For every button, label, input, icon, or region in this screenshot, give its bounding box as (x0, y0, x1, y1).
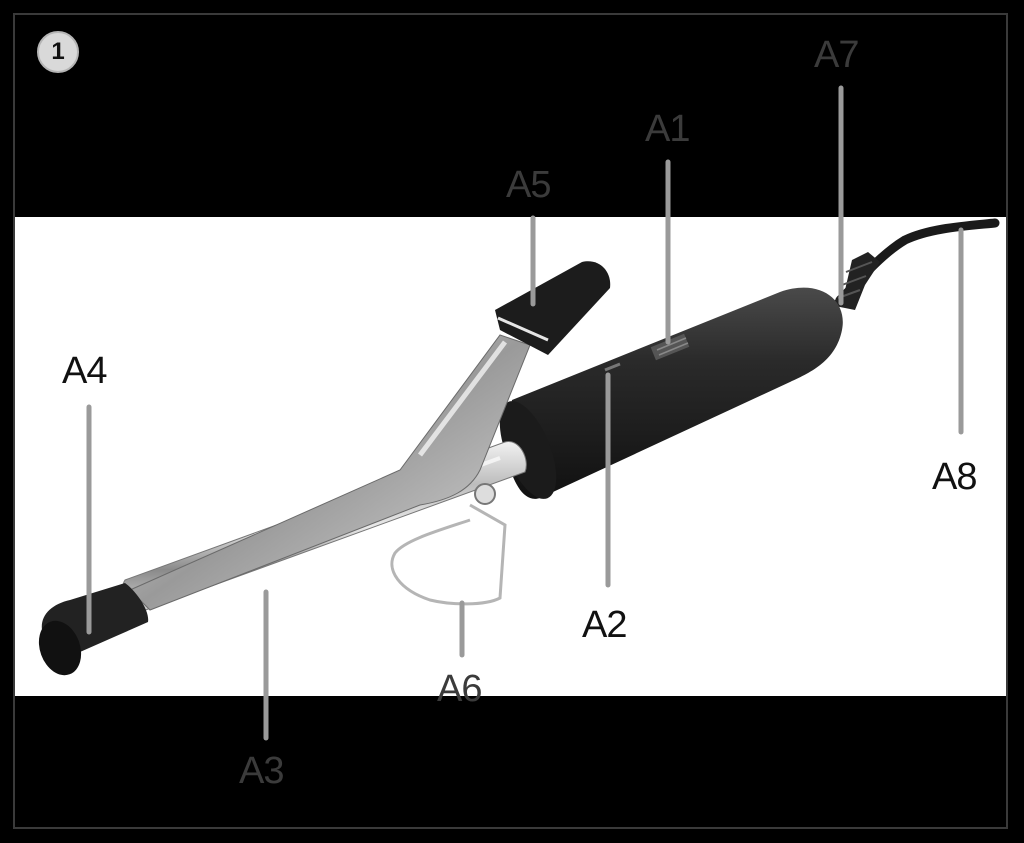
callout-a4: A4 (62, 350, 107, 392)
stand-pivot (474, 483, 496, 505)
cord-strain-relief (830, 252, 880, 310)
callout-a2: A2 (582, 604, 627, 646)
figure-number-badge: 1 (37, 31, 79, 73)
callout-a6: A6 (437, 668, 482, 710)
indicator-light (604, 362, 621, 372)
temperature-switch (650, 333, 690, 361)
callout-a3: A3 (239, 750, 284, 792)
callout-a1: A1 (645, 108, 690, 150)
callout-a5: A5 (506, 164, 551, 206)
callout-a7: A7 (814, 34, 859, 76)
leader-lines (86, 85, 964, 741)
callout-a8: A8 (932, 456, 977, 498)
figure-frame (13, 13, 1008, 829)
stand (390, 503, 507, 606)
handle-collar (499, 401, 557, 499)
clamp (129, 334, 531, 611)
handle (505, 287, 843, 499)
clamp-lever (495, 261, 611, 355)
